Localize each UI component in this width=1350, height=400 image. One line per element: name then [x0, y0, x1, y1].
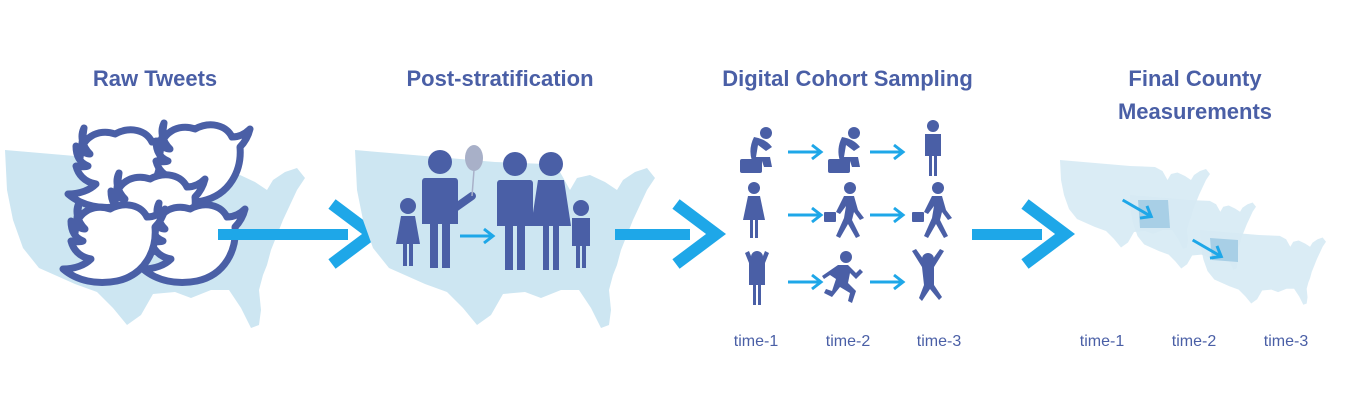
standing-person-icon: [925, 120, 941, 176]
stressed-person-icon: [745, 251, 769, 305]
cohort-time-label-3: time-3: [916, 333, 962, 350]
population-figures: [396, 145, 590, 270]
final-time-label-3: time-3: [1263, 333, 1309, 350]
small-arrow-icon: [786, 273, 823, 291]
woman-icon: [743, 182, 765, 238]
county-highlight: [1138, 200, 1170, 228]
sitting-person-icon: [828, 127, 860, 173]
running-person-icon: [822, 251, 863, 303]
small-arrow-icon: [868, 143, 905, 161]
stage-title-raw-tweets: Raw Tweets: [92, 66, 218, 91]
cohort-grid: [740, 120, 952, 305]
cohort-time-label-1: time-1: [733, 333, 779, 350]
small-arrow-icon: [786, 143, 823, 161]
person-with-balloon-icon: [422, 145, 483, 268]
arrow-shaft-1: [218, 229, 348, 240]
jumping-person-icon: [912, 249, 944, 301]
sitting-person-icon: [740, 127, 772, 173]
final-title-line-1: Final County: [1128, 66, 1262, 91]
small-arrow-icon: [868, 206, 905, 224]
final-title-line-2: Measurements: [1117, 99, 1273, 124]
walking-person-icon: [912, 182, 952, 238]
small-arrow-icon: [868, 273, 905, 291]
final-time-label-2: time-2: [1171, 333, 1217, 350]
final-time-label-1: time-1: [1079, 333, 1125, 350]
cohort-time-label-2: time-2: [825, 333, 871, 350]
stage-title-digital-cohort-sampling: Digital Cohort Sampling: [722, 66, 973, 91]
county-maps: [1060, 160, 1326, 305]
arrow-shaft-2: [615, 229, 690, 240]
arrow-shaft-3: [972, 229, 1042, 240]
walking-person-icon: [824, 182, 864, 238]
stage-title-final-county-measurements: Final County Measurements: [1060, 62, 1330, 128]
small-arrow-icon: [786, 206, 823, 224]
stage-title-post-stratification: Post-stratification: [406, 66, 594, 91]
